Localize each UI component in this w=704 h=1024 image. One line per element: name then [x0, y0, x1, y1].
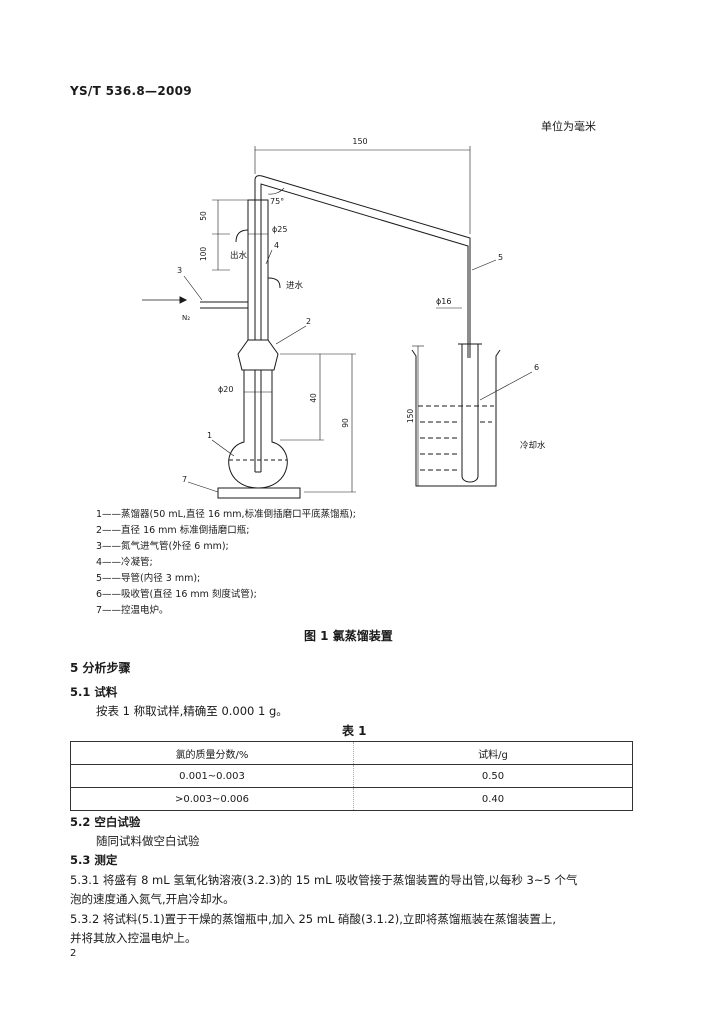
section-5-3-heading: 5.3 测定: [70, 853, 118, 867]
dim-150-top: 150: [352, 137, 367, 146]
dim-150-side: 150: [406, 409, 415, 424]
legend-item: 1——蒸馏器(50 mL,直径 16 mm,标准倒插磨口平底蒸馏瓶);: [96, 509, 356, 520]
column-header: 试料/g: [353, 741, 633, 765]
table-row: 0.001~0.003 0.50: [70, 764, 633, 788]
distillation-flask: [228, 432, 288, 489]
document-code: YS/T 536.8—2009: [70, 84, 192, 98]
legend-item: 6——吸收管(直径 16 mm 刻度试管);: [96, 589, 257, 600]
section-5-heading: 5 分析步骤: [70, 661, 131, 675]
table-row: >0.003~0.006 0.40: [70, 787, 633, 811]
figure-legend: 1——蒸馏器(50 mL,直径 16 mm,标准倒插磨口平底蒸馏瓶); 2——直…: [96, 507, 356, 619]
table-cell: 0.50: [353, 764, 633, 788]
ground-joint: [237, 339, 279, 371]
dim-90: 90: [341, 418, 350, 428]
sample-mass-table: 氯的质量分数/% 试料/g 0.001~0.003 0.50 >0.003~0.…: [70, 741, 633, 811]
dim-100: 100: [199, 247, 208, 262]
label-cooling-water: 冷却水: [520, 440, 546, 451]
section-5-1-text: 按表 1 称取试样,精确至 0.000 1 g。: [96, 704, 288, 718]
legend-item: 7——控温电炉。: [96, 605, 169, 616]
section-5-3-1-line-2: 泡的速度通入氮气,开启冷却水。: [70, 892, 235, 906]
dim-phi20: ϕ20: [218, 385, 233, 394]
table-cell: 0.001~0.003: [70, 764, 354, 788]
dim-50: 50: [199, 211, 208, 221]
legend-item: 3——氮气进气管(外径 6 mm);: [96, 541, 229, 552]
section-5-3-1-line-1: 5.3.1 将盛有 8 mL 氢氧化钠溶液(3.2.3)的 15 mL 吸收管接…: [70, 873, 578, 887]
callout-1: 1: [207, 431, 212, 440]
table-title: 表 1: [342, 724, 367, 738]
section-5-1-heading: 5.1 试料: [70, 685, 118, 699]
dim-40: 40: [309, 393, 318, 403]
callout-6: 6: [534, 363, 539, 372]
table-cell: 0.40: [353, 787, 633, 811]
label-n2: N₂: [182, 314, 190, 322]
legend-item: 2——直径 16 mm 标准倒插磨口瓶;: [96, 525, 250, 536]
section-5-2-text: 随同试料做空白试验: [96, 834, 200, 848]
callout-2: 2: [306, 317, 311, 326]
label-inlet: 进水: [286, 280, 304, 291]
section-5-3-2-line-1: 5.3.2 将试料(5.1)置于干燥的蒸馏瓶中,加入 25 mL 硝酸(3.1.…: [70, 912, 557, 926]
callout-4: 4: [274, 241, 279, 250]
callout-3: 3: [177, 266, 182, 275]
column-header: 氯的质量分数/%: [70, 741, 354, 765]
dim-angle: 75°: [270, 197, 284, 206]
legend-item: 5——导管(内径 3 mm);: [96, 573, 201, 584]
heating-plate: [217, 487, 301, 499]
page-number: 2: [70, 948, 77, 959]
condenser: [247, 199, 269, 341]
table-header-row: 氯的质量分数/% 试料/g: [70, 741, 633, 765]
dim-phi25: ϕ25: [272, 225, 287, 234]
dim-phi16: ϕ16: [436, 297, 451, 306]
figure-title: 图 1 氯蒸馏装置: [304, 629, 393, 643]
label-outlet: 出水: [230, 250, 248, 261]
callout-7: 7: [182, 475, 187, 484]
distillation-apparatus-diagram: 150 50 100 75° ϕ25 ϕ16 ϕ20 40 90 150 出水 …: [142, 137, 546, 499]
legend-item: 4——冷凝管;: [96, 557, 153, 568]
absorption-tube: [461, 344, 479, 483]
table-cell: >0.003~0.006: [70, 787, 354, 811]
beaker: [411, 349, 501, 487]
section-5-2-heading: 5.2 空白试验: [70, 815, 141, 829]
unit-note: 单位为毫米: [541, 120, 596, 133]
section-5-3-2-line-2: 并将其放入控温电炉上。: [70, 931, 197, 945]
callout-5: 5: [498, 253, 503, 262]
delivery-tube: [254, 175, 471, 358]
